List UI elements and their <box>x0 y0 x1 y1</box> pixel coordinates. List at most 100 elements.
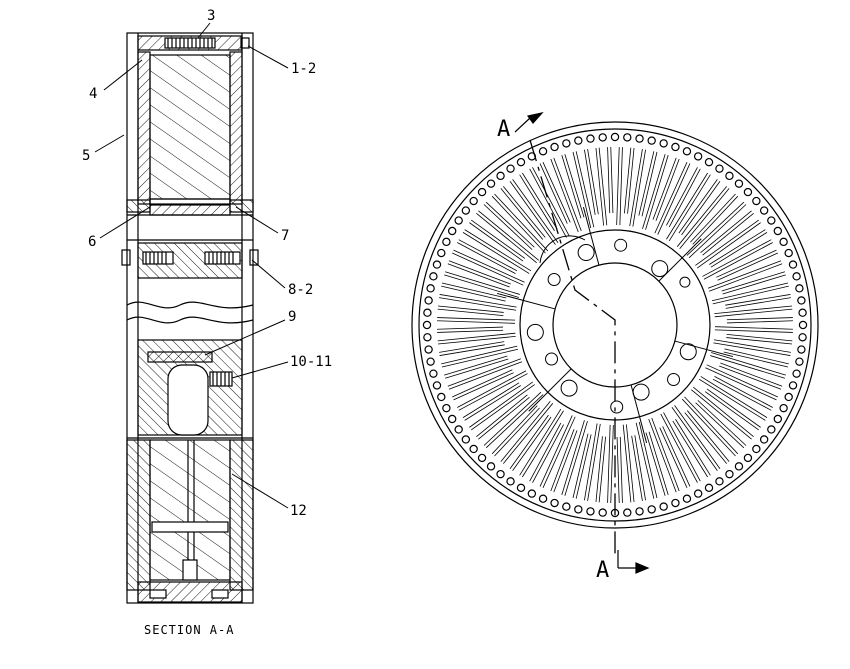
rim-slot-edge <box>705 367 777 401</box>
rim-slot-edge <box>607 424 611 503</box>
rim-slot-edge <box>437 332 516 342</box>
rim-slot-edge <box>668 174 711 242</box>
rim-slot-edge <box>439 344 505 356</box>
rim-hole <box>538 494 548 503</box>
rim-hole <box>704 483 714 493</box>
rim-slot-edge <box>726 333 793 342</box>
rim-hole <box>734 462 744 471</box>
rim-slot-edge <box>445 271 520 295</box>
rim-slot-edge <box>598 147 608 226</box>
rim-hole <box>715 477 724 486</box>
rim-hole <box>516 157 526 167</box>
rim-slot-edge <box>564 154 585 218</box>
rim-hole <box>426 284 435 293</box>
plan-view <box>411 121 819 555</box>
rim-slot-edge <box>437 317 516 321</box>
rim-slot-edge <box>654 162 688 234</box>
rim-slot-edge <box>703 242 773 280</box>
rim-slot-edge <box>561 420 585 495</box>
rim-hole <box>792 369 801 378</box>
rim-slot-edge <box>509 181 556 245</box>
callout-12: 12 <box>290 503 307 519</box>
rim-slot-edge <box>722 274 786 295</box>
rim-slot-edge <box>695 402 745 449</box>
rim-hole <box>773 414 783 424</box>
rim-slot-edge <box>519 408 562 476</box>
rim-slot-edge <box>448 260 511 285</box>
rim-slot-edge <box>700 210 752 254</box>
cartridge-cavity <box>167 364 209 436</box>
rim-slot-edge <box>595 147 605 226</box>
callout-10-11: 10-11 <box>290 354 332 370</box>
rim-slot-edge <box>512 179 559 244</box>
rim-slot-edge <box>713 339 791 353</box>
rim-slot-edge <box>437 335 516 345</box>
rim-slot-edge <box>725 294 791 306</box>
rim-slot-edge <box>485 201 535 248</box>
hub-hole <box>651 260 669 278</box>
rim-slot-edge <box>686 410 730 462</box>
rim-slot-edge <box>437 326 504 330</box>
rim-slot-edge <box>660 413 698 483</box>
rim-slot-edge <box>690 193 736 243</box>
rim-slot-edge <box>471 384 535 431</box>
rim-hole <box>424 296 433 305</box>
rim-slot-edge <box>662 426 691 487</box>
outer-rim <box>411 121 819 529</box>
rim-slot-edge <box>584 423 598 501</box>
rim-slot-edge <box>642 154 666 229</box>
rim-slot-edge <box>444 274 519 298</box>
lower-wall-right <box>229 439 254 591</box>
arrow-bottom <box>635 562 650 574</box>
section-marker-top: A <box>497 117 510 142</box>
rim-slot-edge <box>629 149 643 227</box>
rim-hole <box>454 216 463 225</box>
rim-hole <box>647 136 656 145</box>
rim-slot-edge <box>607 147 611 214</box>
break-line-upper <box>126 301 254 309</box>
rim-slot-edge <box>714 329 793 333</box>
rim-slot-edge <box>447 358 521 387</box>
rim-slot-edge <box>723 351 789 368</box>
rim-hole <box>461 206 471 215</box>
rim-slot-edge <box>453 372 514 401</box>
rim-slot-edge <box>681 181 721 236</box>
rim-slot-edge <box>587 149 599 215</box>
rim-hole <box>598 133 607 142</box>
hub-hole <box>545 352 559 366</box>
rim-slot-edge <box>503 186 546 238</box>
rim-hole <box>773 226 783 236</box>
rim-hole <box>715 164 724 173</box>
rim-hole <box>598 508 607 517</box>
rim-hole <box>623 133 632 142</box>
rim-slot-edge <box>719 365 782 390</box>
rim-hole <box>477 187 487 197</box>
section-caption: SECTION A-A <box>144 623 234 637</box>
rim-hole <box>767 216 776 225</box>
rim-hole <box>424 345 433 354</box>
rim-slot-edge <box>657 163 691 235</box>
hub-sectors <box>497 207 733 443</box>
rim-slot-edge <box>542 162 571 223</box>
rim-hole <box>562 502 571 511</box>
rim-slot-edge <box>695 219 759 266</box>
rim-slot-edge <box>610 424 614 503</box>
rim-hole <box>437 248 446 258</box>
rim-slot-edge <box>716 249 777 278</box>
rim-hole <box>527 489 537 498</box>
rim-slot-edge <box>575 151 595 228</box>
rim-hole <box>574 505 583 514</box>
rim-slot-edge <box>444 355 508 376</box>
rim-slot-edge <box>471 219 526 259</box>
rim-slot-edge <box>638 421 658 499</box>
rim-slot-edge <box>622 424 632 503</box>
rim-slot-edge <box>676 186 727 247</box>
rim-slot-edge <box>447 263 510 288</box>
rim-hole <box>659 139 668 148</box>
rim-hole <box>795 357 804 366</box>
rim-slot-edge <box>457 242 516 274</box>
rim-slot-edge <box>700 376 768 418</box>
rim-hole <box>550 498 559 508</box>
hub-hole <box>610 400 624 414</box>
